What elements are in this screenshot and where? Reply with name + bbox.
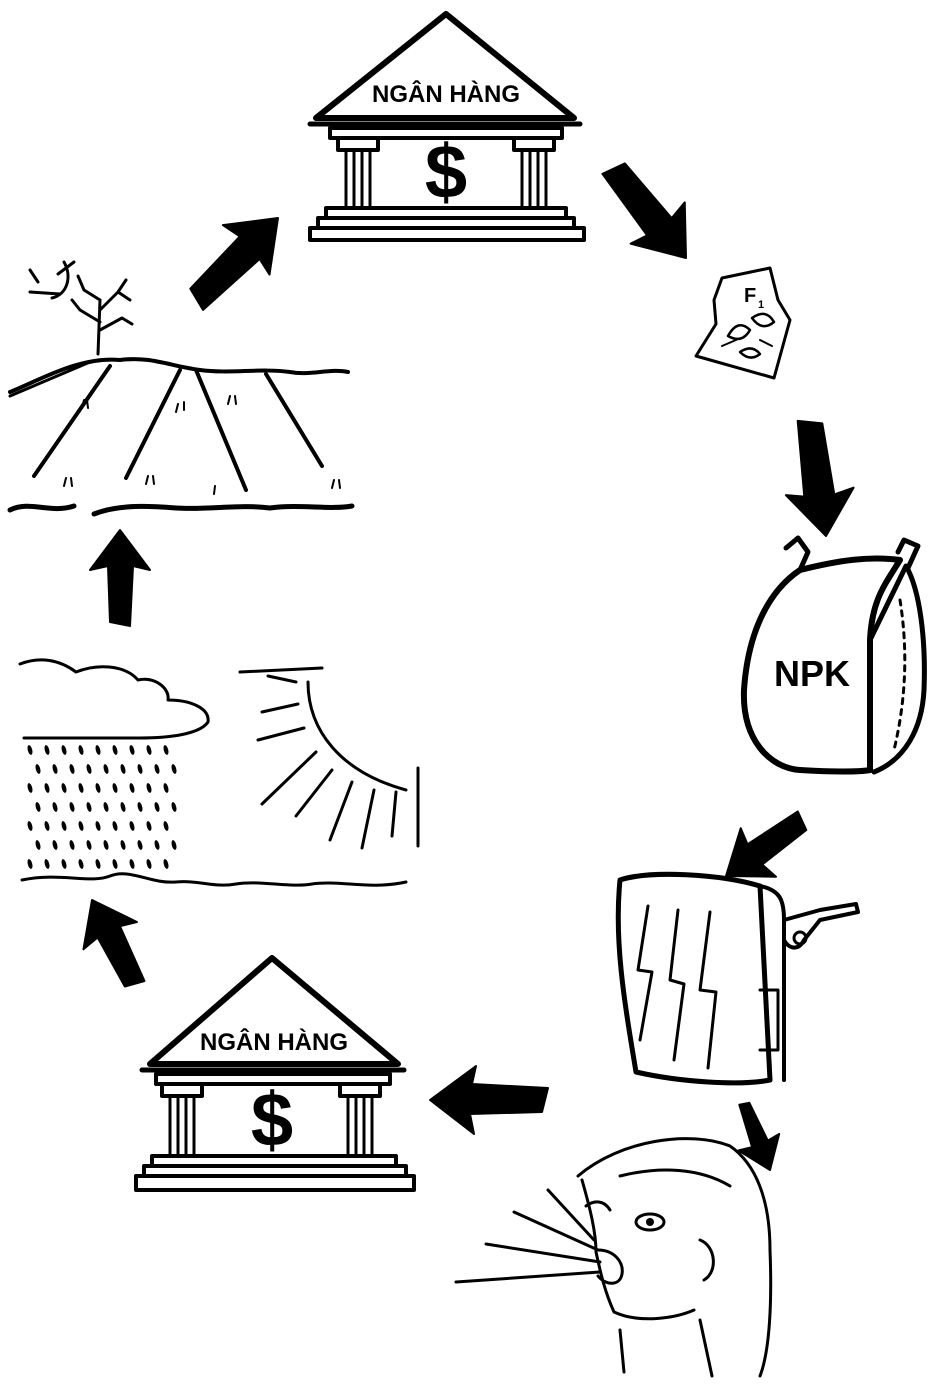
rain-drop — [44, 745, 51, 756]
bank-bottom-label: NGÂN HÀNG — [200, 1028, 348, 1056]
rain-drop — [61, 745, 68, 756]
rain-drop — [146, 745, 153, 756]
rain-drop — [86, 840, 93, 851]
rain-drop — [69, 764, 76, 775]
rain-drop — [112, 859, 119, 870]
rain-drop — [154, 764, 161, 775]
fertilizer-bag-icon: NPK — [744, 538, 924, 772]
weather-icon — [20, 660, 418, 885]
rain-drop — [137, 840, 144, 851]
rain-drop — [137, 802, 144, 813]
rain-drop — [95, 859, 102, 870]
rain-drop — [129, 821, 136, 832]
rain-drop — [154, 840, 161, 851]
arrow-bank-to-weather — [65, 886, 162, 999]
seed-packet-icon: F 1 — [696, 268, 790, 378]
breath-line — [486, 1244, 600, 1262]
rain-drop — [27, 745, 34, 756]
rain-drop — [61, 859, 68, 870]
rain-drop — [61, 783, 68, 794]
arrow-bank-to-seed — [585, 145, 712, 279]
rain-drop — [35, 764, 42, 775]
rain-drop — [137, 764, 144, 775]
rain-drop — [35, 840, 42, 851]
bank-top-label: NGÂN HÀNG — [372, 80, 520, 108]
rain-drop — [78, 859, 85, 870]
seed-packet-label: F — [744, 285, 756, 307]
arrow-field-to-bank — [171, 194, 303, 326]
rain-drop — [171, 840, 178, 851]
rain-drop — [27, 783, 34, 794]
rain-drop — [44, 859, 51, 870]
rain-drop — [171, 802, 178, 813]
rain-drop — [35, 802, 42, 813]
bank-bottom-left-column — [162, 1084, 202, 1154]
rain-drop — [112, 821, 119, 832]
rain-drop — [27, 821, 34, 832]
rain-drop — [112, 783, 119, 794]
rain-drop — [103, 840, 110, 851]
arrow-weather-to-field — [90, 530, 150, 626]
arrow-seed-to-npk — [776, 414, 860, 540]
rain-drop — [112, 745, 119, 756]
rain-drop — [95, 821, 102, 832]
farmer-face-icon — [456, 1139, 771, 1376]
rain-drop — [44, 821, 51, 832]
seed-packet-subscript: 1 — [758, 299, 764, 311]
rain-drop — [86, 802, 93, 813]
rain-drop — [86, 764, 93, 775]
rain-drop — [146, 859, 153, 870]
bank-top-dollar-icon: $ — [425, 130, 467, 215]
arrows — [65, 145, 859, 1178]
rain-drop — [69, 802, 76, 813]
rain-drop — [103, 802, 110, 813]
rain-drops — [27, 745, 178, 870]
rain-drop — [103, 764, 110, 775]
arrow-sprayer-to-farmer — [723, 1095, 791, 1178]
rain-drop — [95, 783, 102, 794]
bank-bottom-dollar-icon: $ — [251, 1078, 293, 1163]
rain-drop — [61, 821, 68, 832]
rain-drop — [69, 840, 76, 851]
rain-drop — [163, 859, 170, 870]
rain-drop — [120, 840, 127, 851]
rain-drop — [129, 783, 136, 794]
rain-drop — [44, 783, 51, 794]
rain-drop — [52, 802, 59, 813]
bank-top-right-column — [514, 138, 554, 206]
rain-drop — [163, 821, 170, 832]
arrow-npk-to-sprayer — [708, 795, 821, 900]
bank-bottom-right-column — [340, 1084, 380, 1154]
rain-drop — [52, 840, 59, 851]
rain-drop — [78, 745, 85, 756]
rain-drop — [146, 783, 153, 794]
rain-drop — [52, 764, 59, 775]
arrow-farmer-to-bank — [430, 1066, 548, 1134]
rain-drop — [78, 783, 85, 794]
rain-drop — [163, 783, 170, 794]
rain-drop — [95, 745, 102, 756]
breath-line — [456, 1272, 600, 1282]
rain-drop — [171, 764, 178, 775]
rain-drop — [120, 764, 127, 775]
rain-drop — [27, 859, 34, 870]
rain-drop — [163, 745, 170, 756]
rain-drop — [154, 802, 161, 813]
field-icon — [10, 262, 352, 514]
pesticide-sprayer-icon — [618, 874, 858, 1082]
bank-top-left-column — [338, 138, 378, 206]
bank-bottom: NGÂN HÀNG $ — [136, 958, 414, 1190]
bank-top: NGÂN HÀNG $ — [310, 14, 584, 240]
rain-drop — [129, 859, 136, 870]
rain-drop — [129, 745, 136, 756]
fertilizer-bag-label: NPK — [774, 653, 850, 694]
rain-drop — [120, 802, 127, 813]
rain-drop — [146, 821, 153, 832]
rain-drop — [78, 821, 85, 832]
